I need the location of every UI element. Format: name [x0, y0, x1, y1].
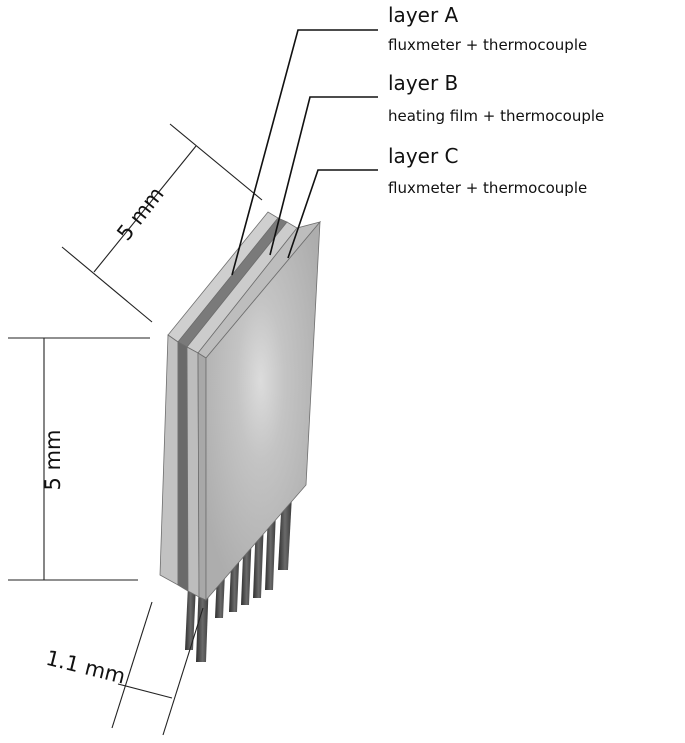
layer-a-description: fluxmeter + thermocouple [388, 36, 587, 54]
thickness-dimension: 1.1 mm [43, 601, 204, 736]
side-strip-a [159, 334, 179, 586]
width-label: 5 mm [112, 182, 168, 245]
layer-labels: layer A fluxmeter + thermocouple layer B… [388, 3, 604, 197]
layer-c-description: fluxmeter + thermocouple [388, 179, 587, 197]
side-strip-c [186, 346, 200, 598]
height-dimension: 5 mm [8, 337, 150, 581]
side-strip-b [177, 341, 189, 592]
layer-a-title: layer A [388, 3, 459, 27]
pin [185, 585, 196, 650]
height-label: 5 mm [41, 430, 65, 491]
sensor-face [205, 220, 321, 602]
layer-c-title: layer C [388, 144, 459, 168]
thickness-label: 1.1 mm [43, 646, 127, 689]
leader-line-layer-b [269, 96, 378, 256]
layer-b-description: heating film + thermocouple [388, 107, 604, 125]
sensor-block [159, 211, 322, 602]
layer-b-title: layer B [388, 71, 458, 95]
pin [265, 510, 276, 590]
leader-line-layer-c [287, 169, 378, 259]
side-strip-d [197, 352, 207, 601]
